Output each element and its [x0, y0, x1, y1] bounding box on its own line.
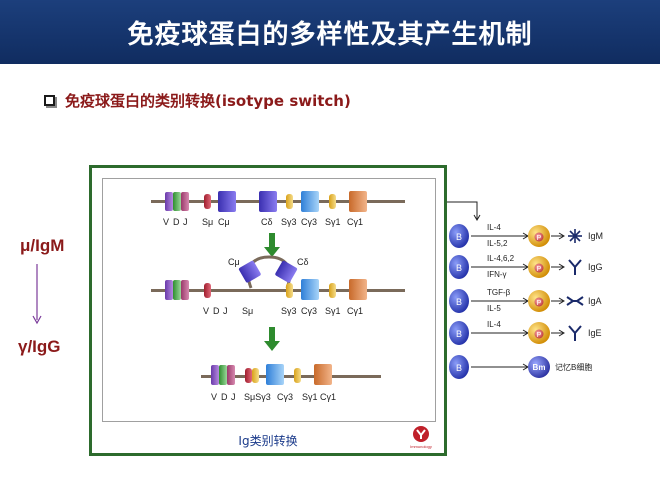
b-cell-label: B — [456, 329, 462, 339]
down-arrow-icon — [32, 264, 42, 325]
green-down-arrow-icon — [264, 233, 280, 257]
memory-cell-label: Bm — [533, 363, 546, 372]
b-cell-label: B — [456, 363, 462, 373]
subtitle-row: 免疫球蛋白的类别转换(isotype switch) — [44, 90, 351, 110]
igg-antibody-icon — [568, 259, 582, 275]
switched-dna-row — [201, 364, 381, 385]
cytokine-label: IFN-γ — [487, 270, 507, 279]
top-label-c-mu: Cμ — [218, 217, 230, 227]
switch-row-igg: B IL-4,6,2 IFN-γ P IgG — [449, 254, 603, 279]
ige-antibody-icon — [568, 325, 582, 341]
product-label: IgE — [588, 328, 602, 338]
top-label-c-gamma3: Cγ3 — [301, 217, 317, 227]
panel-caption: Ig类别转换 — [238, 434, 298, 448]
top-label-c-gamma1: Cγ1 — [347, 217, 363, 227]
product-label: IgG — [588, 262, 603, 272]
switch-row-igm: B IL-4 IL-5,2 P IgM — [449, 223, 603, 248]
cytokine-label: IL-4 — [487, 320, 501, 329]
top-label-j: J — [183, 217, 188, 227]
top-label-s-gamma3: Sγ3 — [281, 217, 297, 227]
mid-label-d: D — [213, 306, 220, 316]
gene-diagram-frame: V D J Sμ Cμ Cδ Sγ3 Cγ3 Sγ1 Cγ1 — [102, 178, 436, 422]
cytokine-label: IL-5,2 — [487, 239, 508, 248]
loop-label-c-mu: Cμ — [228, 257, 240, 267]
gene-diagram-panel: V D J Sμ Cμ Cδ Sγ3 Cγ3 Sγ1 Cγ1 — [89, 165, 447, 456]
mid-label-s-gamma3: Sγ3 — [281, 306, 297, 316]
label-igm: μ/IgM — [20, 236, 65, 255]
cytokine-label: IL-4,6,2 — [487, 254, 515, 263]
product-label: IgA — [588, 296, 602, 306]
product-label: 记忆B细胞 — [555, 362, 592, 372]
bottom-label-d: D — [221, 392, 228, 402]
cytokine-label: IL-5 — [487, 304, 501, 313]
germline-dna-row — [151, 191, 405, 212]
slide-subtitle: 免疫球蛋白的类别转换(isotype switch) — [65, 91, 351, 110]
mid-label-j: J — [223, 306, 228, 316]
igm-pentamer-icon — [568, 229, 582, 243]
top-label-s-mu: Sμ — [202, 217, 213, 227]
plasma-cell-label: P — [537, 266, 542, 273]
top-label-s-gamma1: Sγ1 — [325, 217, 341, 227]
logo-text: Immunology — [410, 444, 432, 449]
looped-dna-row — [151, 255, 405, 300]
plasma-cell-label: P — [537, 300, 542, 307]
mid-label-s-mu: Sμ — [242, 306, 253, 316]
immunology-logo: Immunology — [410, 426, 432, 449]
plasma-cell-label: P — [537, 235, 542, 242]
plasma-cell-label: P — [537, 332, 542, 339]
green-down-arrow-icon — [264, 327, 280, 351]
mid-label-s-gamma1: Sγ1 — [325, 306, 341, 316]
b-cell-label: B — [456, 263, 462, 273]
checkbox-bullet-icon — [44, 94, 55, 106]
slide-title: 免疫球蛋白的多样性及其产生机制 — [127, 20, 533, 50]
b-cell-label: B — [456, 297, 462, 307]
top-label-d: D — [173, 217, 180, 227]
bottom-label-s-gamma1: Sγ1 — [302, 392, 318, 402]
bottom-label-v: V — [211, 392, 217, 402]
switch-row-ige: B IL-4 P IgE — [449, 320, 602, 345]
switch-row-iga: B TGF-β IL-5 P IgA — [449, 288, 602, 313]
gene-diagram: V D J Sμ Cμ Cδ Sγ3 Cγ3 Sγ1 Cγ1 — [151, 191, 405, 402]
mid-label-v: V — [203, 306, 209, 316]
iga-dimer-icon — [566, 296, 584, 306]
loop-label-c-delta: Cδ — [297, 257, 309, 267]
switch-row-memory: B Bm 记忆B细胞 — [449, 355, 592, 379]
switch-diagram: B IL-4 IL-5,2 P IgM B IL-4,6,2 IFN-γ P I… — [447, 201, 603, 379]
b-cell-label: B — [456, 232, 462, 242]
title-bar: 免疫球蛋白的多样性及其产生机制 — [0, 0, 660, 64]
label-igg: γ/IgG — [18, 337, 61, 356]
bottom-label-c-gamma3: Cγ3 — [277, 392, 293, 402]
cytokine-label: IL-4 — [487, 223, 501, 232]
top-label-c-delta: Cδ — [261, 217, 273, 227]
bottom-label-c-gamma1: Cγ1 — [320, 392, 336, 402]
product-label: IgM — [588, 231, 603, 241]
bottom-label-s-mu-s-gamma3: SμSγ3 — [244, 392, 271, 402]
mid-label-c-gamma1: Cγ1 — [347, 306, 363, 316]
top-label-v: V — [163, 217, 169, 227]
cytokine-label: TGF-β — [487, 288, 511, 297]
bottom-label-j: J — [231, 392, 236, 402]
mid-label-c-gamma3: Cγ3 — [301, 306, 317, 316]
